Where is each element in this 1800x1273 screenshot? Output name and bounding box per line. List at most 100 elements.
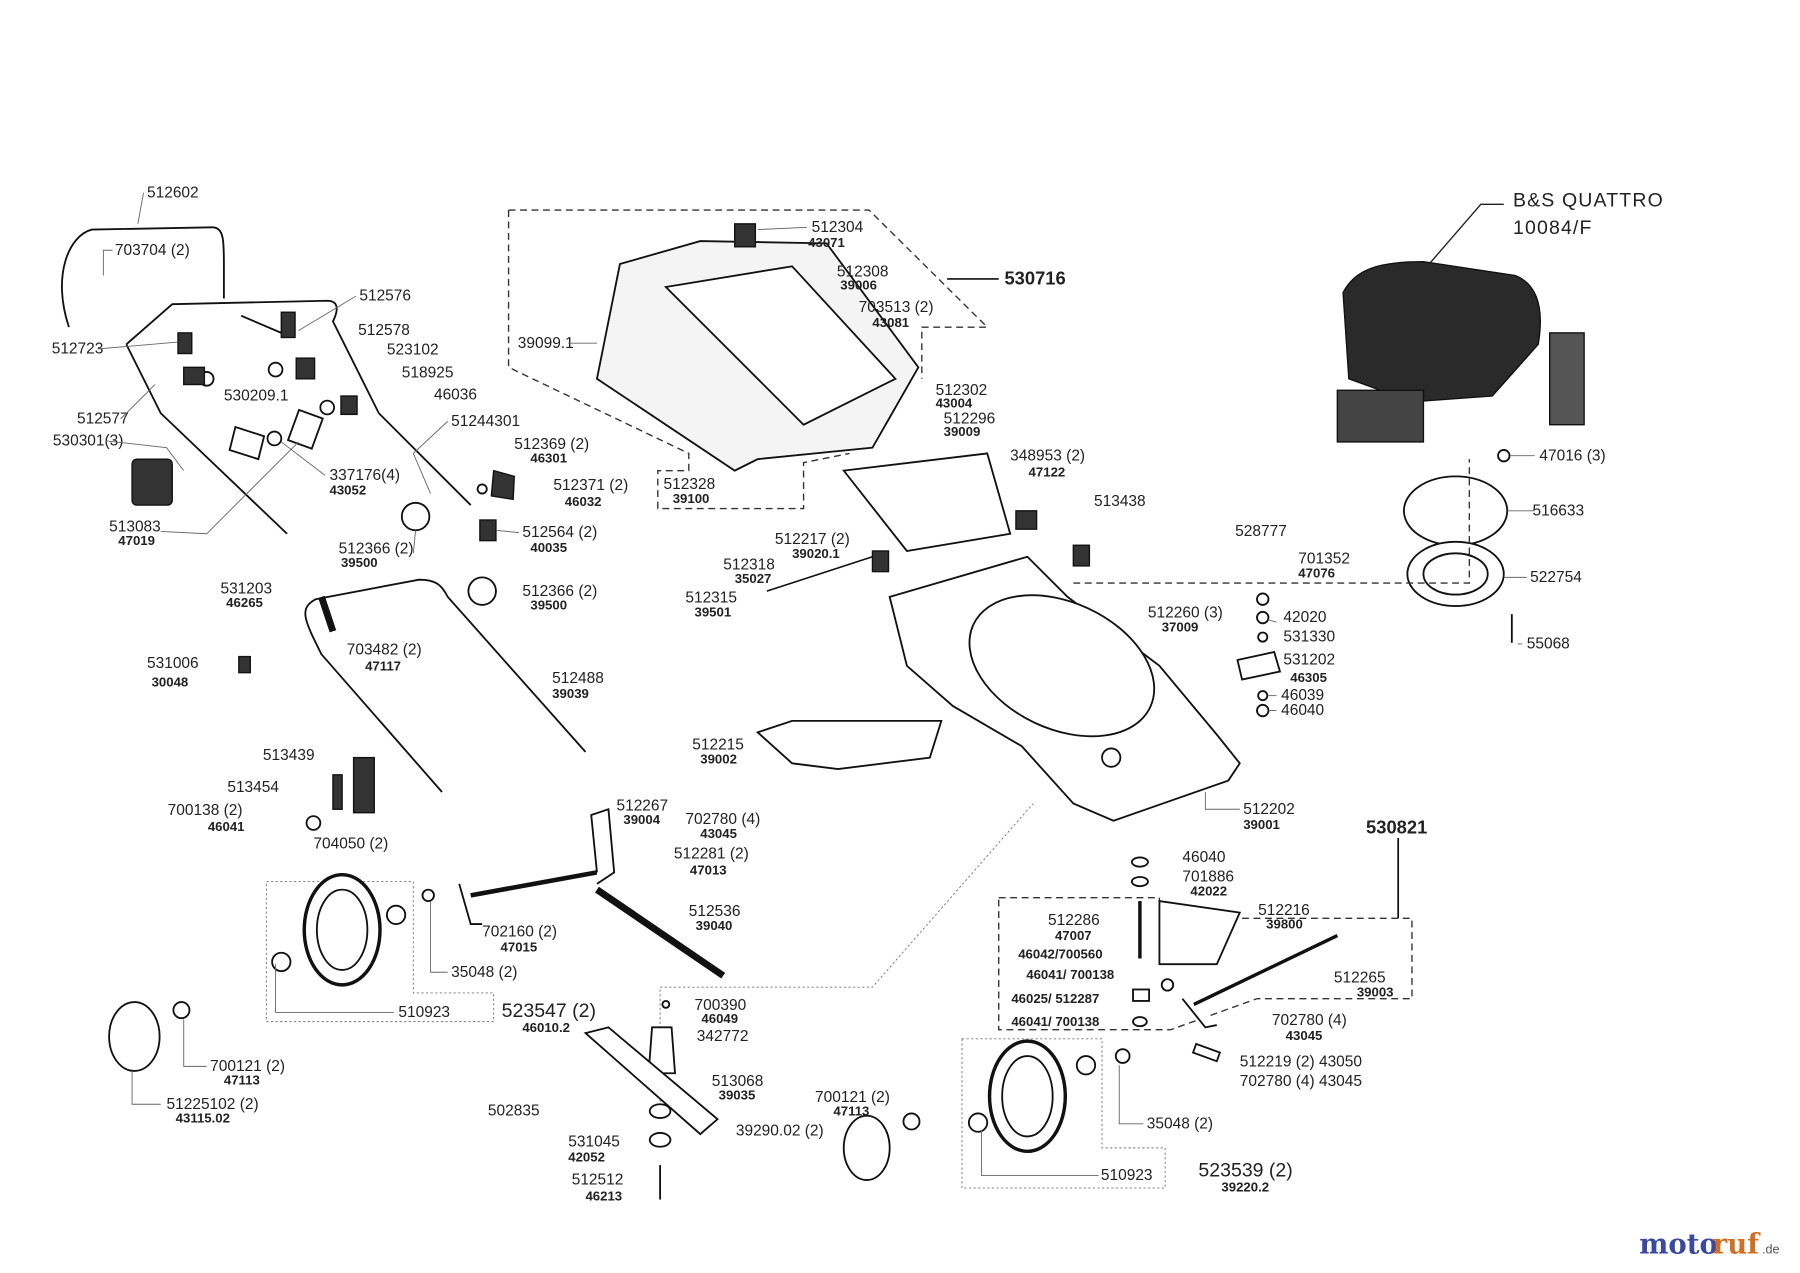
part-subnumber: 39003 (1357, 984, 1394, 999)
part-number: 51244301 (451, 413, 520, 430)
part-subnumber: 39035 (719, 1088, 756, 1103)
assembly-grass-catcher: 530716 (1004, 268, 1065, 289)
part-number: 510923 (398, 1004, 450, 1021)
part-subnumber: 39500 (530, 598, 567, 613)
part-number: 512302 (936, 382, 988, 399)
part-number: 522754 (1530, 569, 1582, 586)
part-number: 701886 (1182, 869, 1234, 886)
part-subnumber: 47117 (365, 658, 401, 673)
part-subnumber: 43115.02 (176, 1111, 230, 1126)
part-number: 702780 (4) 43045 (1240, 1073, 1362, 1090)
rear-wheel (108, 872, 495, 1072)
part-number: 46036 (434, 386, 477, 403)
part-number: 512366 (2) (339, 540, 414, 557)
part-number: 531330 (1283, 629, 1335, 646)
part-number: 512536 (689, 903, 741, 920)
mower-deck (755, 555, 1241, 822)
part-number: 47016 (3) (1539, 447, 1605, 464)
part-subnumber: 47076 (1298, 565, 1335, 580)
part-number: 512578 (358, 322, 410, 339)
engine-mount-parts (1073, 449, 1513, 718)
handle-upper (61, 226, 472, 535)
part-number: 337176(4) (330, 467, 401, 484)
part-number: 39099.1 (518, 335, 574, 352)
part-subnumber: 39500 (341, 555, 378, 570)
part-number: 700138 (2) (168, 802, 243, 819)
part-number: 704050 (2) (313, 835, 388, 852)
part-number: 513438 (1094, 493, 1146, 510)
part-number: 502835 (488, 1103, 540, 1120)
part-subnumber: 39001 (1243, 817, 1280, 832)
part-number: 513439 (263, 747, 315, 764)
part-subnumber: 39100 (673, 491, 710, 506)
part-subnumber: 39006 (840, 277, 877, 292)
part-number: 512216 (1258, 902, 1310, 919)
part-number: 531202 (1283, 652, 1335, 669)
part-number: 531006 (147, 655, 199, 672)
callout-labels: 512602 703704 (2) 512576 512578 523102 5… (52, 184, 1606, 1203)
part-subnumber: 39020.1 (792, 546, 840, 561)
engine-code: 10084/F (1513, 217, 1593, 239)
part-number: 512602 (147, 184, 199, 201)
part-number: 51225102 (2) (167, 1096, 259, 1113)
part-number: 512371 (2) (553, 477, 628, 494)
assembly-rear-wheel-sub: 46010.2 (522, 1020, 570, 1035)
handle-lower (238, 576, 587, 831)
part-subnumber: 46041 (208, 819, 245, 834)
part-number: 513068 (712, 1073, 764, 1090)
part-number: 35048 (2) (1147, 1115, 1213, 1132)
part-subnumber: 43004 (936, 395, 973, 410)
part-number: 531045 (568, 1134, 620, 1151)
part-subnumber: 39039 (552, 686, 589, 701)
part-number: 530209.1 (224, 388, 289, 405)
part-number: 513454 (227, 779, 279, 796)
part-subnumber: 39501 (695, 604, 732, 619)
part-number: 512267 (616, 797, 668, 814)
part-number: 512369 (2) (514, 436, 589, 453)
assembly-front-wheel: 523539 (2) (1198, 1160, 1292, 1182)
part-number: 703482 (2) (347, 641, 422, 658)
part-subnumber: 47007 (1055, 928, 1092, 943)
part-number: 512328 (664, 476, 716, 493)
part-number: 55068 (1527, 636, 1570, 653)
part-number: 342772 (697, 1028, 749, 1045)
part-subnumber: 40035 (530, 540, 567, 555)
part-number: 703704 (2) (115, 242, 190, 259)
part-number: 46040 (1281, 702, 1324, 719)
part-number: 512286 (1048, 912, 1100, 929)
front-wheel (961, 1038, 1166, 1189)
part-number: 512366 (2) (522, 583, 597, 600)
part-number: 700121 (2) (210, 1058, 285, 1075)
part-number: 46040 (1182, 849, 1225, 866)
part-subnumber: 47113 (833, 1104, 869, 1119)
part-number: 523102 (387, 342, 439, 359)
grass-catcher-dashed-outline (507, 209, 989, 510)
part-subnumber: 35027 (735, 571, 772, 586)
part-number: 512296 (944, 411, 996, 428)
part-subnumber: 47015 (501, 940, 538, 955)
engine (1336, 203, 1585, 443)
part-subnumber: 47113 (224, 1073, 260, 1088)
part-number: 512577 (77, 411, 129, 428)
part-number: 512215 (692, 737, 744, 754)
part-number: 512308 (837, 264, 889, 281)
part-number: 512488 (552, 670, 604, 687)
part-number: 701352 (1298, 551, 1350, 568)
part-subnumber: 47013 (690, 863, 727, 878)
assembly-labels: 530716 530821 523547 (2) 46010.2 523539 … (502, 190, 1663, 1195)
part-number: 510923 (1101, 1167, 1153, 1184)
part-number: 35048 (2) (451, 964, 517, 981)
part-number: 46041/ 700138 (1026, 967, 1114, 982)
part-subnumber: 37009 (1162, 619, 1199, 634)
assembly-rear-flap: 530821 (1366, 816, 1427, 837)
part-subnumber: 46032 (565, 494, 602, 509)
part-number: 46042/700560 (1018, 946, 1102, 961)
part-number: 512260 (3) (1148, 605, 1223, 622)
assembly-rear-wheel: 523547 (2) (502, 1000, 596, 1022)
part-subnumber: 39040 (696, 918, 733, 933)
part-subnumber: 42022 (1190, 883, 1227, 898)
part-subnumber: 39002 (700, 751, 737, 766)
part-number: 42020 (1283, 609, 1326, 626)
part-number: 512281 (2) (674, 846, 749, 863)
